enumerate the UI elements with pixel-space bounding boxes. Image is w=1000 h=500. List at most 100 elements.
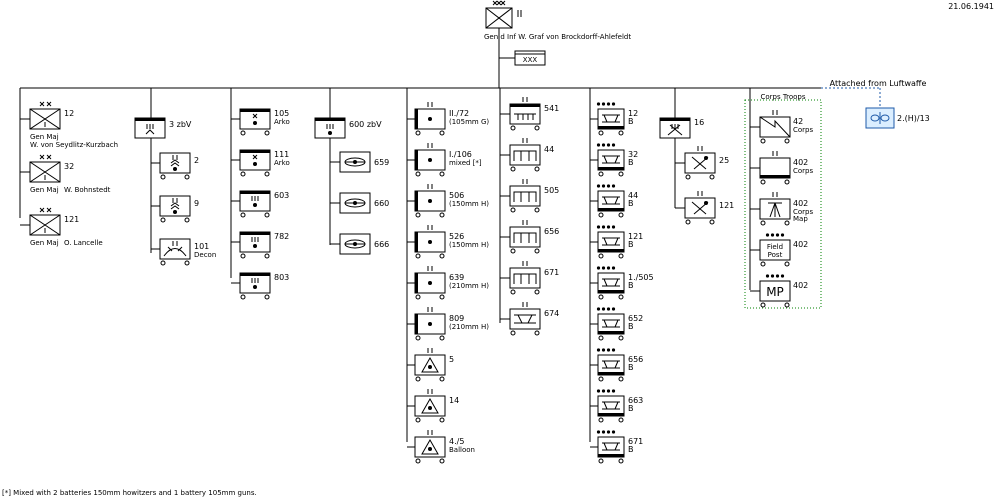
bridge-column-bar — [598, 167, 624, 170]
division-number: 32 — [64, 162, 74, 171]
motorized-wheel-icon — [685, 174, 691, 180]
size-marker — [606, 266, 611, 270]
motorized-wheel-icon — [598, 335, 604, 341]
unit-number: 639 — [449, 273, 464, 282]
hq-label: 600 zbV — [349, 120, 382, 129]
unit-number: 656 — [628, 355, 643, 364]
size-marker — [601, 348, 606, 352]
motorized-wheel-icon — [598, 171, 604, 177]
unit-number: 2 — [194, 156, 199, 165]
heavy-artillery-bar — [415, 273, 418, 293]
observation-triangle-icon — [421, 438, 439, 455]
motorized-wheel-icon — [598, 294, 604, 300]
motorized-wheel-icon — [510, 248, 516, 254]
size-marker — [252, 113, 258, 119]
unit-number: 32 — [628, 150, 638, 159]
size-marker — [611, 225, 616, 229]
motorized-wheel-icon — [264, 130, 270, 136]
pick-icon — [669, 124, 683, 136]
unit-number: I./106 — [449, 150, 472, 159]
unit-number: 44 — [628, 191, 638, 200]
bridge-icon — [614, 360, 619, 369]
artillery-dot-icon — [428, 199, 432, 203]
commander-rank: Gen Maj — [30, 239, 59, 247]
motorized-wheel-icon — [415, 171, 421, 177]
construction-battalion-box — [684, 152, 716, 174]
unit-number: 12 — [628, 109, 638, 118]
unit-number: 5 — [449, 355, 454, 364]
hq-flag-bar — [240, 273, 270, 276]
military-police-label: MP — [766, 285, 784, 299]
motorized-wheel-icon — [184, 217, 190, 223]
bridge-icon — [603, 360, 608, 369]
bridge-icon — [614, 114, 619, 123]
motorized-wheel-icon — [534, 330, 540, 336]
size-marker — [611, 102, 616, 106]
motorized-wheel-icon — [709, 174, 715, 180]
size-marker — [606, 225, 611, 229]
artillery-dot-icon — [253, 121, 257, 125]
size-marker — [596, 143, 601, 147]
size-marker — [601, 102, 606, 106]
date-label: 21.06.1941 — [948, 2, 994, 11]
unit-number: 402 — [793, 240, 808, 249]
motorized-wheel-icon — [760, 220, 766, 226]
size-marker — [46, 154, 52, 160]
size-marker — [596, 184, 601, 188]
attached-unit-label: 2.(H)/13 — [897, 114, 930, 123]
hq-flag-bar — [510, 104, 540, 107]
motorized-wheel-icon — [534, 166, 540, 172]
bridge-column-bar — [598, 413, 624, 416]
motorized-wheel-icon — [618, 212, 624, 218]
bridge-icon — [513, 191, 537, 202]
field-post-label: Field — [767, 243, 783, 251]
size-marker — [611, 389, 616, 393]
unit-type: (105mm G) — [449, 118, 489, 126]
motorized-wheel-icon — [439, 376, 445, 382]
artillery-dot-icon — [253, 203, 257, 207]
unit-type: Decon — [194, 251, 216, 259]
unit-type: (210mm H) — [449, 323, 489, 331]
unit-type: Balloon — [449, 446, 475, 454]
motorized-wheel-icon — [240, 171, 246, 177]
bridge-icon — [527, 314, 533, 324]
unit-type: mixed [*] — [449, 159, 482, 167]
motorized-wheel-icon — [415, 417, 421, 423]
size-marker — [46, 101, 52, 107]
motorized-wheel-icon — [784, 261, 790, 267]
unit-type: B — [628, 322, 634, 331]
motorized-wheel-icon — [618, 417, 624, 423]
bridge-icon — [614, 196, 619, 205]
survey-tripod-icon — [774, 202, 781, 218]
unit-type: B — [628, 404, 634, 413]
motorized-wheel-icon — [240, 253, 246, 259]
artillery-dot-icon — [428, 240, 432, 244]
bridge-icon — [603, 401, 608, 410]
size-marker — [606, 430, 611, 434]
bridge-icon — [513, 150, 537, 161]
unit-number: 9 — [194, 199, 199, 208]
bridge-icon — [603, 278, 608, 287]
motorized-wheel-icon — [415, 376, 421, 382]
motorized-wheel-icon — [784, 138, 790, 144]
unit-type: B — [628, 445, 634, 454]
motorized-wheel-icon — [618, 253, 624, 259]
aircraft-wing-icon — [870, 114, 880, 122]
bridge-icon — [614, 319, 619, 328]
motorized-wheel-icon — [184, 260, 190, 266]
motorized-wheel-icon — [415, 253, 421, 259]
motorized-wheel-icon — [439, 458, 445, 464]
motorized-wheel-icon — [510, 330, 516, 336]
size-marker — [596, 102, 601, 106]
size-marker — [606, 389, 611, 393]
bridge-icon — [614, 442, 619, 451]
size-marker — [46, 207, 52, 213]
bridge-icon — [614, 278, 619, 287]
motorized-wheel-icon — [534, 248, 540, 254]
engineer-chevron-icon — [170, 205, 180, 210]
motorized-wheel-icon — [415, 130, 421, 136]
unit-number: 526 — [449, 232, 464, 241]
unit-number: 809 — [449, 314, 464, 323]
